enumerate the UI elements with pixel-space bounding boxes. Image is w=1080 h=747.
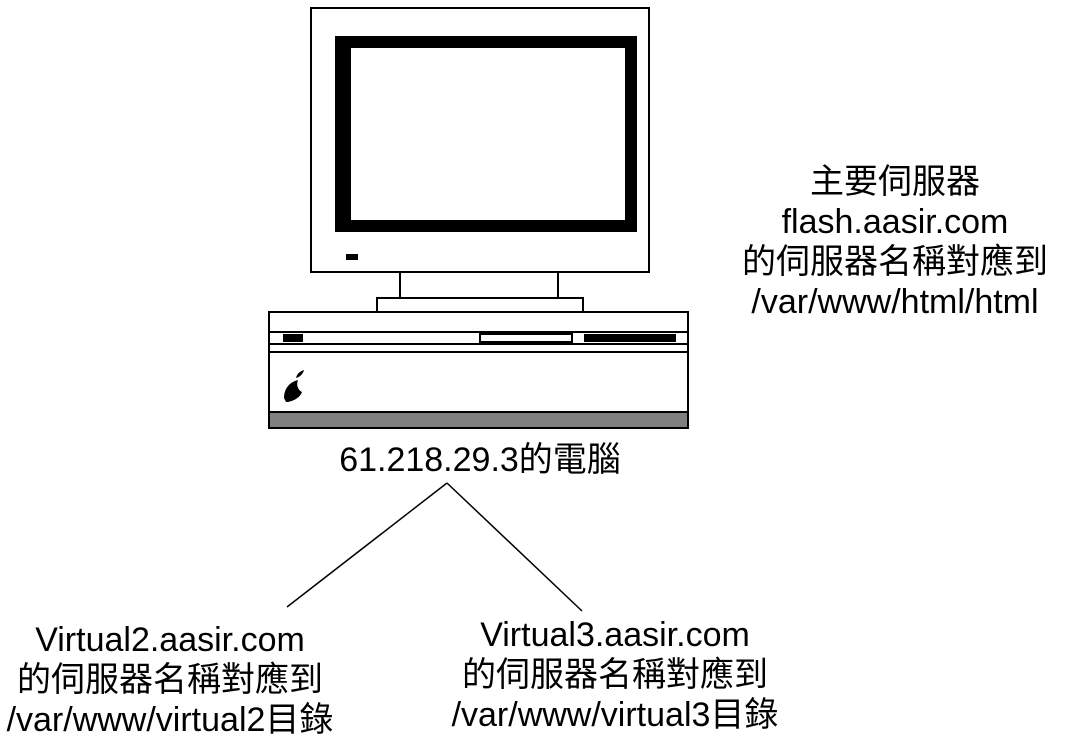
virtual-host-3-hostname: Virtual3.aasir.com xyxy=(480,616,750,654)
virtual-host-3-path: /var/www/virtual3目錄 xyxy=(451,696,779,734)
apple-leaf-icon xyxy=(296,370,304,378)
drive-bay-middle xyxy=(479,333,573,343)
virtual-host-2-hostname: Virtual2.aasir.com xyxy=(35,621,305,659)
front-panel xyxy=(268,331,689,345)
main-server-hostname: flash.aasir.com xyxy=(781,203,1009,241)
power-indicator-icon xyxy=(346,254,358,260)
drive-bay-left xyxy=(283,334,303,342)
virtual-host-2-label: Virtual2.aasir.com 的伺服器名稱對應到 /var/www/vi… xyxy=(0,620,340,740)
main-server-path: /var/www/html/html xyxy=(751,283,1039,321)
virtual-host-3-label: Virtual3.aasir.com 的伺服器名稱對應到 /var/www/vi… xyxy=(435,615,795,735)
monitor-neck xyxy=(399,271,559,299)
main-server-label: 主要伺服器 flash.aasir.com 的伺服器名稱對應到 /var/www… xyxy=(730,162,1060,322)
drive-bay-right xyxy=(584,334,676,342)
connector-to-virtual3 xyxy=(446,482,583,612)
virtual-host-2-path: /var/www/virtual2目錄 xyxy=(6,701,334,739)
apple-logo-icon xyxy=(284,380,302,402)
desktop-base xyxy=(268,411,689,429)
monitor-stand xyxy=(376,297,584,313)
main-server-mapping: 的伺服器名稱對應到 xyxy=(742,243,1048,281)
connector-to-virtual2 xyxy=(286,482,448,608)
computer-ip-text: 61.218.29.3的電腦 xyxy=(339,441,621,479)
virtual-host-2-mapping: 的伺服器名稱對應到 xyxy=(17,661,323,699)
main-server-title: 主要伺服器 xyxy=(810,163,980,201)
desktop-case xyxy=(268,311,689,413)
computer-illustration xyxy=(268,7,689,429)
virtual-host-3-mapping: 的伺服器名稱對應到 xyxy=(462,656,768,694)
connector-lines xyxy=(286,482,583,612)
computer-label: 61.218.29.3的電腦 xyxy=(330,440,630,480)
screen-display xyxy=(351,48,625,220)
